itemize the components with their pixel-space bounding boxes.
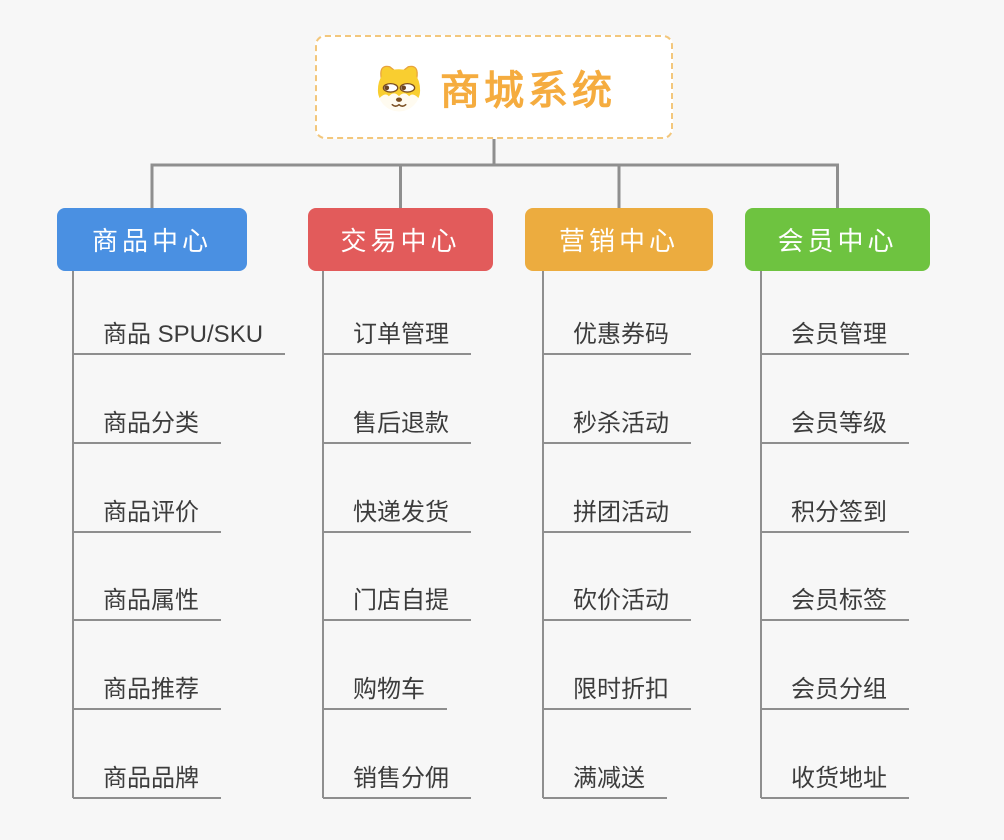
child-topic[interactable]: 商品分类 xyxy=(73,355,221,444)
child-topic[interactable]: 砍价活动 xyxy=(543,533,691,622)
child-list-marketing: 优惠券码秒杀活动拼团活动砍价活动限时折扣满减送 xyxy=(543,266,691,799)
child-topic[interactable]: 会员分组 xyxy=(761,621,909,711)
child-topic[interactable]: 销售分佣 xyxy=(323,710,471,799)
child-topic[interactable]: 快递发货 xyxy=(323,444,471,533)
child-topic[interactable]: 满减送 xyxy=(543,710,667,799)
dog-face-icon xyxy=(372,58,426,116)
child-topic[interactable]: 售后退款 xyxy=(323,355,471,444)
branch-node-marketing-center[interactable]: 营销中心 xyxy=(525,208,713,271)
child-topic[interactable]: 门店自提 xyxy=(323,533,471,622)
branch-node-product-center[interactable]: 商品中心 xyxy=(57,208,247,271)
branch-bus-line xyxy=(150,163,839,209)
child-topic[interactable]: 商品 SPU/SKU xyxy=(73,266,286,355)
child-topic[interactable]: 会员等级 xyxy=(761,355,909,444)
child-topic[interactable]: 会员标签 xyxy=(761,533,909,622)
child-topic[interactable]: 秒杀活动 xyxy=(543,355,691,444)
child-topic[interactable]: 商品推荐 xyxy=(73,621,221,711)
child-topic[interactable]: 订单管理 xyxy=(323,266,471,355)
child-topic[interactable]: 商品评价 xyxy=(73,444,221,533)
child-topic[interactable]: 优惠券码 xyxy=(543,266,691,355)
child-topic[interactable]: 会员管理 xyxy=(761,266,909,355)
branch-column-member: 会员中心 会员管理会员等级积分签到会员标签会员分组收货地址 xyxy=(745,208,930,799)
child-list-trade: 订单管理售后退款快递发货门店自提购物车销售分佣 xyxy=(323,266,471,799)
child-topic[interactable]: 商品品牌 xyxy=(73,710,221,799)
child-topic[interactable]: 商品属性 xyxy=(73,533,221,622)
branch-node-member-center[interactable]: 会员中心 xyxy=(745,208,930,271)
branch-column-marketing: 营销中心 优惠券码秒杀活动拼团活动砍价活动限时折扣满减送 xyxy=(525,208,713,799)
branch-column-trade: 交易中心 订单管理售后退款快递发货门店自提购物车销售分佣 xyxy=(308,208,493,799)
child-topic[interactable]: 积分签到 xyxy=(761,444,909,533)
root-node-mall-system[interactable]: 商城系统 xyxy=(315,35,673,139)
child-topic[interactable]: 购物车 xyxy=(323,621,447,711)
child-list-member: 会员管理会员等级积分签到会员标签会员分组收货地址 xyxy=(761,266,909,799)
root-title: 商城系统 xyxy=(440,69,616,113)
child-topic[interactable]: 限时折扣 xyxy=(543,621,691,711)
branch-node-trade-center[interactable]: 交易中心 xyxy=(308,208,493,271)
child-topic[interactable]: 收货地址 xyxy=(761,710,909,799)
child-topic[interactable]: 拼团活动 xyxy=(543,444,691,533)
